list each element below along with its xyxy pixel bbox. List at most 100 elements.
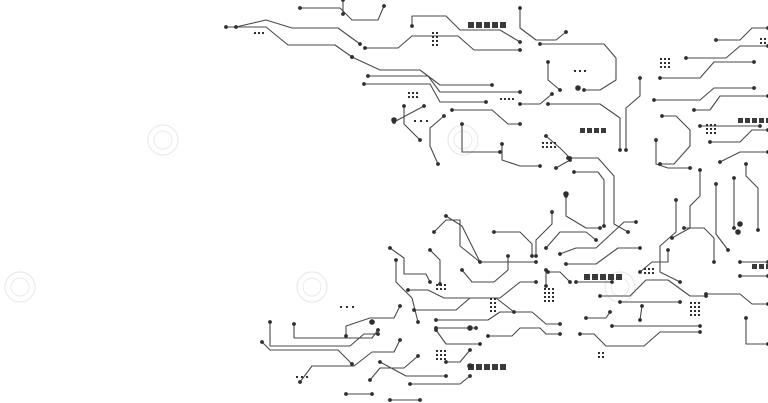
solder-pad [418, 138, 422, 142]
circuit-trace [545, 231, 597, 249]
circuit-trace [547, 271, 571, 283]
dot-grid [548, 296, 550, 298]
solder-pad [682, 226, 686, 230]
circuit-trace [435, 311, 561, 325]
circuit-trace [671, 169, 701, 239]
solder-pad [350, 362, 354, 366]
dot-grid [440, 350, 442, 352]
solder-pad [534, 254, 538, 258]
chip-block [738, 118, 743, 123]
circuit-trace [367, 75, 521, 93]
solder-pad [618, 300, 622, 304]
circuit-trace [413, 297, 515, 313]
solder-pad [444, 360, 448, 364]
dot-grid [706, 124, 708, 126]
dot-grid [648, 268, 650, 270]
solder-pad [434, 328, 438, 332]
dot-grid [552, 296, 554, 298]
solder-pad [382, 4, 386, 8]
dot-grid [436, 32, 438, 34]
solder-pad [538, 164, 542, 168]
dot-grid [544, 292, 546, 294]
solder-pad [626, 230, 630, 234]
solder-pad [544, 246, 548, 250]
solder-pad-large [391, 117, 397, 123]
solder-pad-large [735, 229, 741, 235]
dot-grid [668, 66, 670, 68]
circuit-trace [493, 231, 533, 257]
dot-grid [694, 310, 696, 312]
solder-pad [602, 224, 606, 228]
solder-pad [538, 42, 542, 46]
solder-pad [406, 288, 410, 292]
circuit-trace [345, 305, 401, 337]
circuit-trace [547, 103, 621, 151]
dot-row [414, 120, 416, 122]
solder-pad [512, 310, 516, 314]
dot-grid [490, 306, 492, 308]
circuit-traces [225, 0, 768, 401]
circuit-trace [519, 7, 567, 41]
solder-pad [388, 398, 392, 402]
solder-pad [438, 282, 442, 286]
circuit-trace [705, 293, 768, 305]
dot-grid [698, 314, 700, 316]
solder-pad-large [737, 221, 743, 227]
dot-grid [698, 302, 700, 304]
solder-pad [698, 124, 702, 128]
dot-grid [416, 96, 418, 98]
solder-pad [478, 260, 482, 264]
dot-row [258, 32, 260, 34]
circuit-trace [565, 195, 601, 229]
dot-grid [544, 288, 546, 290]
circuit-trace [269, 321, 379, 347]
circuit-trace [487, 327, 561, 337]
dot-grid [494, 310, 496, 312]
dot-grid [546, 146, 548, 148]
circuit-trace [685, 45, 768, 59]
dot-grid [546, 142, 548, 144]
circuit-trace [653, 87, 755, 101]
dot-grid [444, 288, 446, 290]
dot-row [306, 376, 308, 378]
circuit-trace [501, 143, 541, 167]
solder-pad [518, 40, 522, 44]
solder-pad [506, 254, 510, 258]
circuit-trace [363, 83, 487, 103]
solder-pad [416, 320, 420, 324]
circuit-trace [639, 249, 669, 273]
solder-pad [704, 294, 708, 298]
dot-grid [436, 284, 438, 286]
watermark-ring [153, 130, 173, 150]
solder-pad [363, 46, 367, 50]
dot-grid [412, 96, 414, 98]
dot-grid [432, 32, 434, 34]
dot-grid [544, 296, 546, 298]
watermark-ring [10, 277, 30, 297]
chip-block [745, 118, 750, 123]
dot-grid [764, 38, 766, 40]
dot-grid [690, 306, 692, 308]
chip-block [584, 274, 590, 280]
circuit-trace [261, 341, 353, 365]
solder-pad [598, 294, 602, 298]
solder-pad [518, 122, 522, 126]
dot-grid [690, 314, 692, 316]
solder-pad [444, 214, 448, 218]
dot-grid [644, 272, 646, 274]
solder-pad [708, 140, 712, 144]
solder-pad [442, 114, 446, 118]
circuit-trace [599, 279, 707, 297]
chip-block [608, 274, 614, 280]
solder-pad [572, 170, 576, 174]
solder-pad [752, 86, 756, 90]
solder-pad [436, 162, 440, 166]
watermark-layer [4, 124, 636, 303]
solder-pad [568, 280, 572, 284]
solder-pad [564, 262, 568, 266]
solder-pad [341, 12, 345, 16]
solder-pad [444, 374, 448, 378]
dot-grid [432, 36, 434, 38]
dot-grid [664, 58, 666, 60]
